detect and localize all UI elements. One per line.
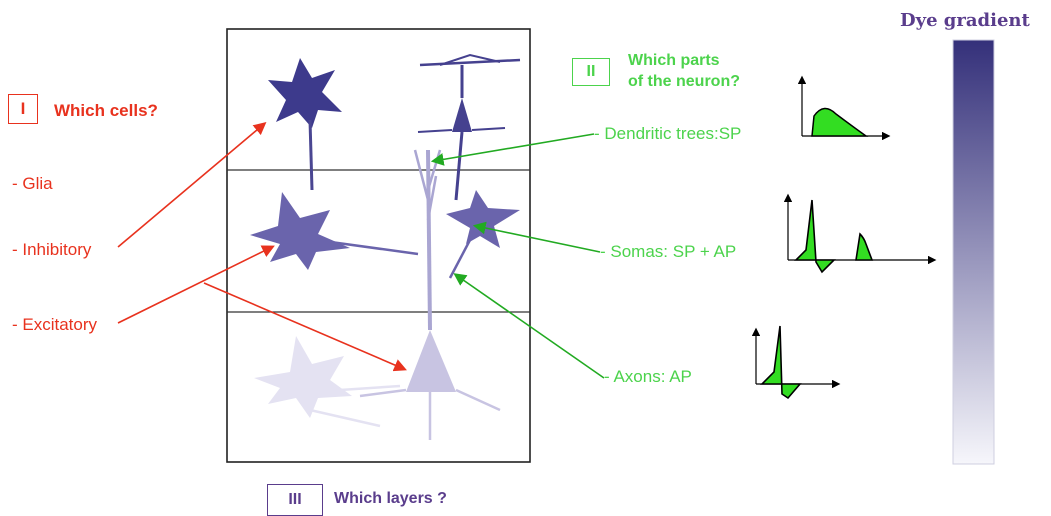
section-i-question: Which cells?	[54, 101, 158, 121]
item-inhibitory: - Inhibitory	[12, 240, 91, 260]
section-iii-numeral: III	[288, 491, 301, 508]
section-ii-box: II	[572, 58, 610, 86]
item-somas: - Somas: SP + AP	[600, 242, 736, 262]
section-iii-question: Which layers ?	[334, 490, 447, 508]
trace-somas	[788, 196, 934, 272]
section-i-box: I	[8, 94, 38, 124]
item-glia: - Glia	[12, 174, 53, 194]
item-excitatory: - Excitatory	[12, 315, 97, 335]
section-iii-box: III	[267, 484, 323, 516]
cortex-box	[227, 29, 530, 462]
dye-gradient-title: Dye gradient	[900, 10, 1030, 31]
item-dendritic-trees: - Dendritic trees:SP	[594, 124, 741, 144]
section-ii-question-line2: of the neuron?	[628, 73, 740, 91]
section-ii-numeral: II	[587, 63, 596, 80]
trace-axons	[756, 326, 838, 398]
trace-dendritic	[802, 78, 888, 136]
dye-gradient-bar	[953, 40, 994, 464]
section-i-numeral: I	[21, 99, 26, 118]
section-ii-question-line1: Which parts	[628, 52, 720, 70]
item-axons: - Axons: AP	[604, 367, 692, 387]
